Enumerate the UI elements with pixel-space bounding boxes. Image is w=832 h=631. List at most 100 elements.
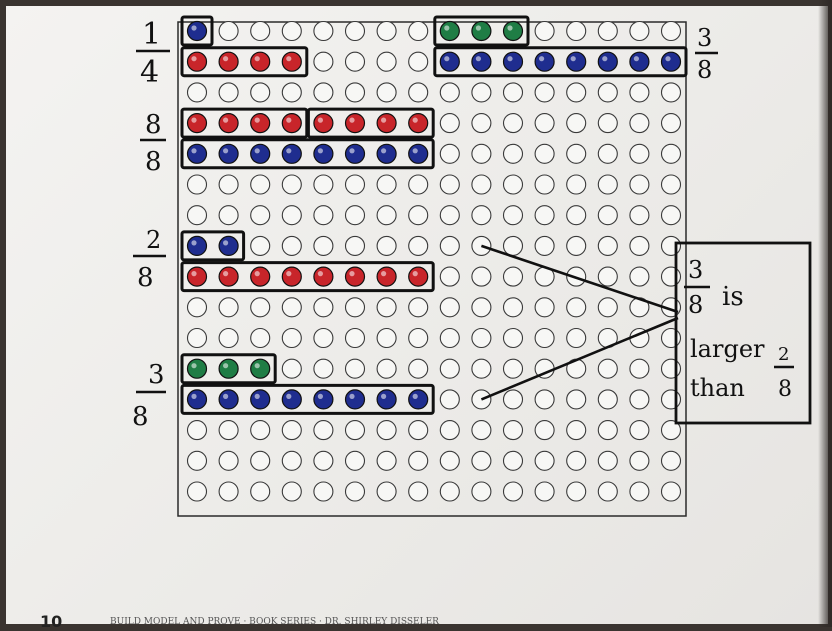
red-peg [282,267,301,286]
fraction-denominator: 4 [140,55,159,90]
empty-peg-hole [535,144,554,163]
blue-peg [188,22,207,41]
empty-peg-hole [188,451,207,470]
empty-peg-hole [504,206,523,225]
empty-peg-hole [219,206,238,225]
empty-peg-hole [409,329,428,348]
red-peg [219,267,238,286]
red-peg [377,114,396,133]
empty-peg-hole [440,329,459,348]
empty-peg-hole [440,390,459,409]
empty-peg-hole [598,175,617,194]
empty-peg-hole [472,421,491,440]
fraction-denominator: 8 [137,263,154,293]
red-peg [251,114,270,133]
empty-peg-hole [535,421,554,440]
empty-peg-hole [630,114,649,133]
empty-peg-hole [346,329,365,348]
red-peg [282,52,301,71]
empty-peg-hole [472,451,491,470]
empty-peg-hole [346,298,365,317]
peg-highlight [413,118,418,123]
empty-peg-hole [251,22,270,41]
empty-peg-hole [409,52,428,71]
empty-peg-hole [219,329,238,348]
peg-highlight [381,148,386,153]
empty-peg-hole [535,22,554,41]
empty-peg-hole [440,206,459,225]
red-peg [188,267,207,286]
blue-peg [314,390,333,409]
empty-peg-hole [662,206,681,225]
blue-peg [440,52,459,71]
empty-peg-hole [504,359,523,378]
red-peg [282,114,301,133]
empty-peg-hole [314,451,333,470]
empty-peg-hole [440,298,459,317]
peg-highlight [476,25,481,30]
blue-peg [630,52,649,71]
empty-peg-hole [409,298,428,317]
empty-peg-hole [440,482,459,501]
peg-highlight [349,118,354,123]
empty-peg-hole [535,390,554,409]
red-peg [314,267,333,286]
empty-peg-hole [409,206,428,225]
empty-peg-hole [440,267,459,286]
peg-highlight [634,56,639,61]
empty-peg-hole [377,421,396,440]
blue-peg [314,144,333,163]
empty-peg-hole [567,144,586,163]
empty-peg-hole [472,175,491,194]
peg-highlight [286,148,291,153]
blue-peg [472,52,491,71]
empty-peg-hole [567,175,586,194]
empty-peg-hole [409,482,428,501]
red-peg [188,114,207,133]
fraction-numerator: 1 [142,17,161,52]
empty-peg-hole [346,206,365,225]
empty-peg-hole [346,83,365,102]
empty-peg-hole [472,144,491,163]
empty-peg-hole [377,52,396,71]
empty-peg-hole [409,175,428,194]
peg-highlight [223,56,228,61]
empty-peg-hole [504,114,523,133]
red-peg [251,52,270,71]
blue-peg [567,52,586,71]
red-peg [219,52,238,71]
empty-peg-hole [662,175,681,194]
peg-highlight [286,56,291,61]
empty-peg-hole [282,329,301,348]
peg-highlight [223,118,228,123]
blue-peg [251,144,270,163]
empty-peg-hole [219,83,238,102]
peg-highlight [255,56,260,61]
blue-peg [219,390,238,409]
fraction-denominator: 8 [145,147,162,177]
empty-peg-hole [630,175,649,194]
empty-peg-hole [219,175,238,194]
peg-highlight [349,394,354,399]
peg-highlight [191,240,196,245]
empty-peg-hole [282,451,301,470]
fraction-numerator: 2 [146,226,161,254]
empty-peg-hole [251,175,270,194]
peg-highlight [318,148,323,153]
empty-peg-hole [314,359,333,378]
empty-peg-hole [251,83,270,102]
empty-peg-hole [598,482,617,501]
peg-highlight [444,25,449,30]
empty-peg-hole [314,175,333,194]
empty-peg-hole [440,175,459,194]
empty-peg-hole [440,421,459,440]
empty-peg-hole [377,175,396,194]
empty-peg-hole [630,390,649,409]
empty-peg-hole [662,329,681,348]
peg-highlight [191,148,196,153]
peg-highlight [223,394,228,399]
empty-peg-hole [219,22,238,41]
empty-peg-hole [598,298,617,317]
empty-peg-hole [346,22,365,41]
empty-peg-hole [377,298,396,317]
